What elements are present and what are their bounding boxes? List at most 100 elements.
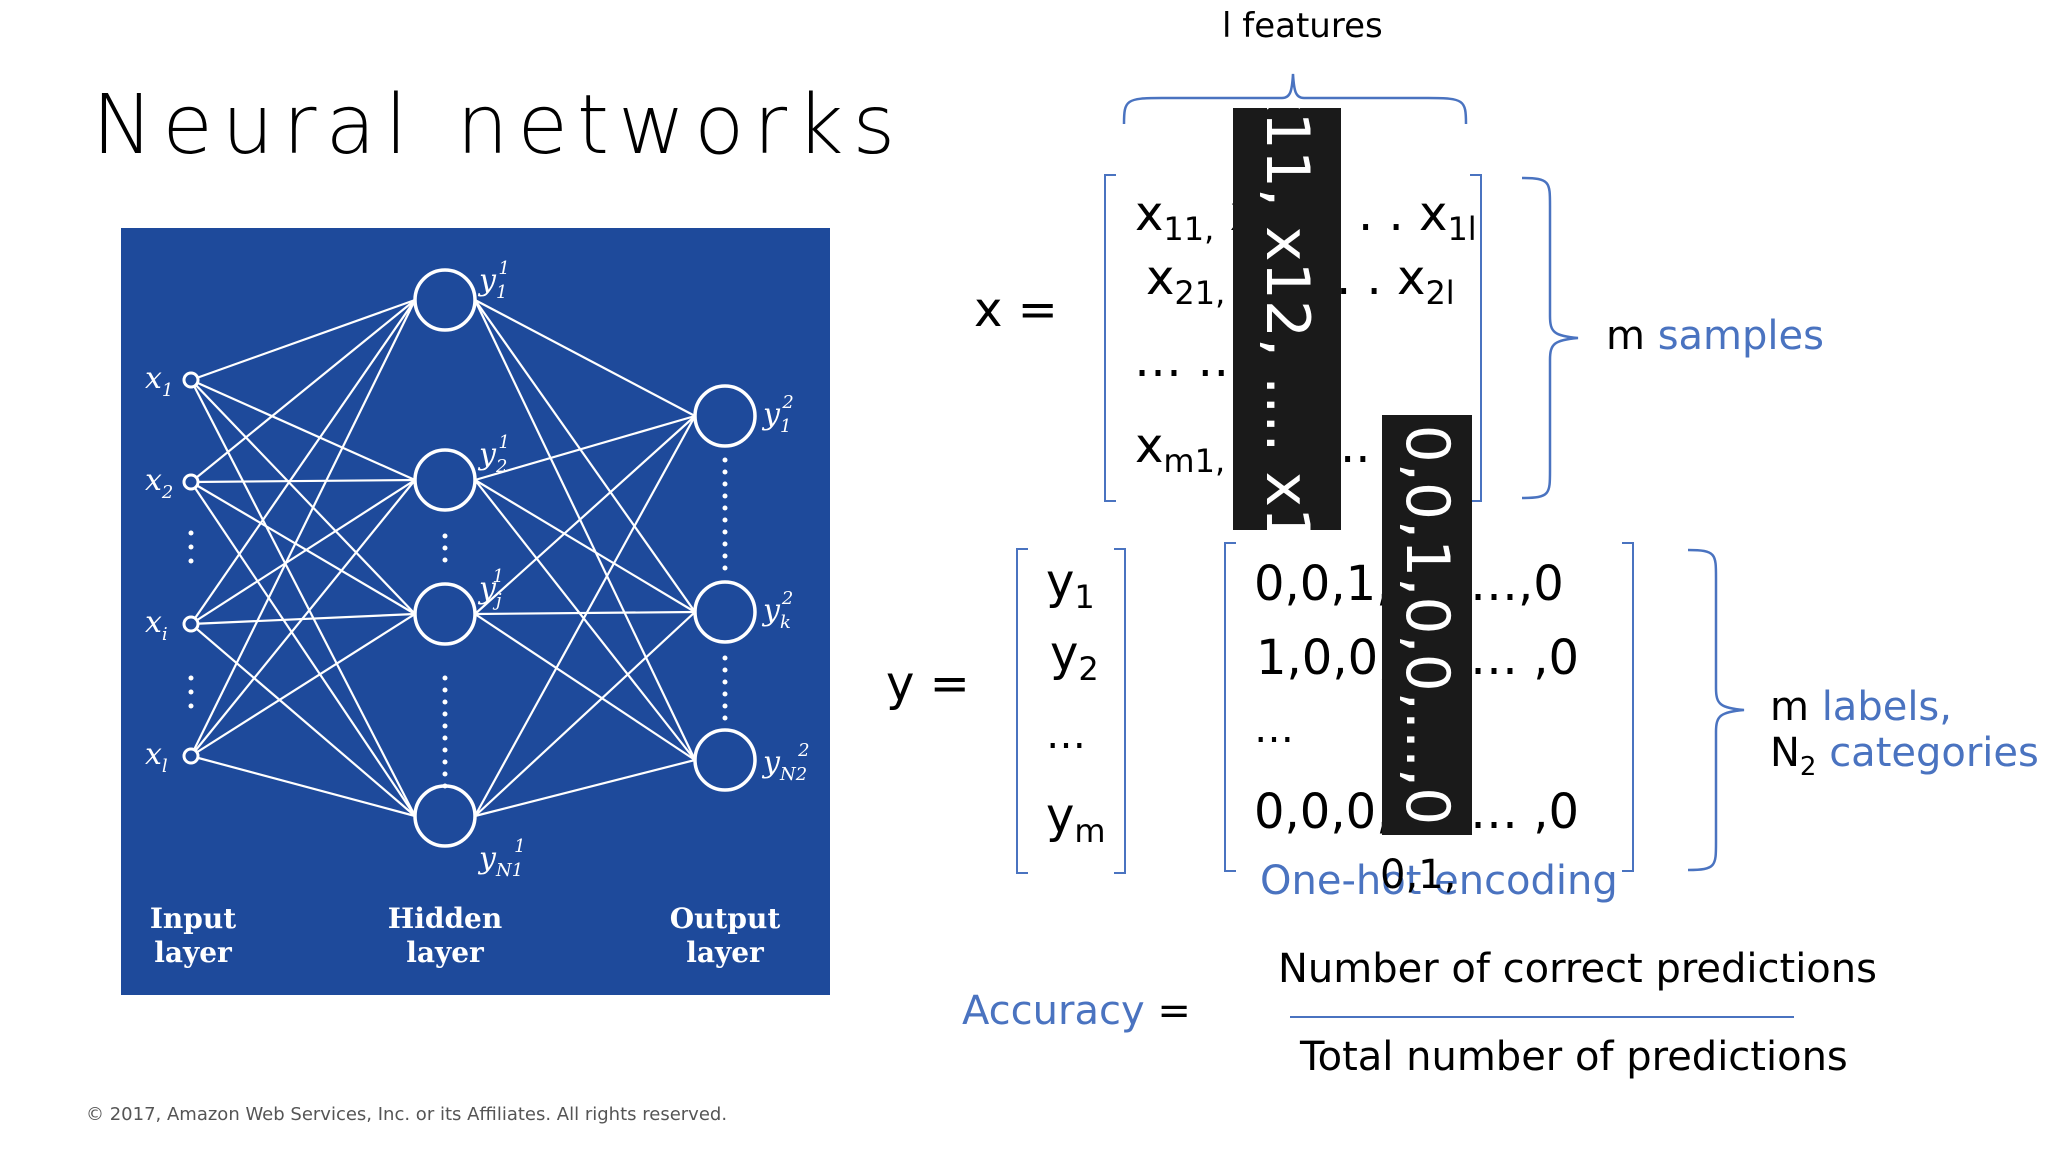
ellipsis-dot (722, 469, 728, 475)
features-label: l features (1222, 6, 1383, 46)
connection-line (474, 610, 696, 616)
connection-line (190, 298, 416, 382)
ellipsis-dot (442, 747, 448, 753)
input-node (182, 371, 200, 389)
input-node (182, 473, 200, 491)
ellipsis-dot (722, 667, 728, 673)
output-node (693, 384, 757, 448)
ellipsis-dot (442, 699, 448, 705)
overlay-box-onehot: 0,0,1,0,0,...,0 (1382, 415, 1472, 835)
connection-line (474, 613, 696, 761)
hidden-node (413, 784, 477, 848)
x-equals: x = (974, 282, 1058, 338)
y-row2: y2 (1050, 626, 1099, 688)
connection-line (190, 478, 416, 484)
samples-label: m samples (1606, 313, 1824, 359)
ellipsis-dot (722, 529, 728, 535)
node-label: yN22 (761, 740, 810, 785)
overlay-box-x: x11, x12, .... x1l (1233, 108, 1341, 530)
node-label: yj1 (477, 566, 504, 611)
ellipsis-dot (722, 481, 728, 487)
onehot-left-bracket (1224, 542, 1236, 872)
layer-label: layer (686, 936, 765, 969)
ellipsis-dot (722, 679, 728, 685)
ellipsis-dot (188, 689, 194, 695)
labels-brace (1687, 548, 1745, 872)
ellipsis-dot (442, 771, 448, 777)
output-node (693, 580, 757, 644)
y-right-bracket (1114, 548, 1126, 874)
connection-line (190, 481, 416, 615)
ellipsis-dot (722, 541, 728, 547)
y-left-bracket (1016, 548, 1028, 874)
ellipsis-dot (722, 493, 728, 499)
connection-line (190, 481, 416, 817)
ellipsis-dot (442, 759, 448, 765)
x-right-bracket (1470, 174, 1482, 502)
ellipsis-dot (442, 723, 448, 729)
connection-line (474, 415, 696, 615)
hidden-node (413, 268, 477, 332)
connection-line (190, 299, 416, 757)
connection-line (474, 479, 696, 613)
x-row2-start: x21, (1146, 250, 1226, 312)
onehot-row2-end: … ,0 (1470, 630, 1580, 686)
node-label: xi (145, 605, 168, 645)
samples-brace (1521, 176, 1579, 500)
ellipsis-dot (188, 544, 194, 550)
x-row4-end: .. (1340, 418, 1371, 474)
connection-line (190, 623, 416, 817)
ellipsis-dot (722, 457, 728, 463)
node-label: yk2 (761, 588, 793, 633)
y-equals: y = (886, 656, 970, 712)
connection-line (190, 479, 416, 757)
fraction-bar (1290, 1016, 1794, 1018)
labels-text: m labels, (1770, 684, 1952, 730)
connection-line (190, 299, 416, 625)
layer-label: layer (154, 936, 233, 969)
ellipsis-dot (188, 675, 194, 681)
connection-line (190, 613, 416, 757)
onehot-row1-end: …,0 (1470, 556, 1564, 612)
ellipsis-dot (188, 703, 194, 709)
layer-label: Hidden (388, 902, 502, 935)
connection-line (474, 479, 696, 761)
ellipsis-dot (722, 703, 728, 709)
hidden-node (413, 448, 477, 512)
accuracy-label: Accuracy = (962, 988, 1191, 1034)
connection-line (190, 378, 416, 482)
connection-line (474, 611, 696, 817)
ellipsis-dot (722, 691, 728, 697)
connection-line (190, 479, 416, 625)
input-node (182, 747, 200, 765)
node-label: xl (145, 737, 168, 777)
node-label: x2 (145, 463, 173, 503)
connection-line (474, 414, 696, 482)
ellipsis-dot (722, 505, 728, 511)
ellipsis-dot (442, 783, 448, 789)
layer-label: Output (670, 902, 781, 935)
connection-line (474, 299, 696, 613)
connection-line (190, 379, 416, 817)
onehot-row1-start: 0,0,1, (1254, 556, 1392, 612)
ellipsis-dot (722, 655, 728, 661)
connection-line (190, 754, 416, 818)
x-row4-start: xm1, (1135, 418, 1226, 480)
x-row1-end: . . x1l (1358, 186, 1477, 248)
ellipsis-dot (188, 530, 194, 536)
x-left-bracket (1104, 174, 1116, 502)
connection-line (474, 415, 696, 817)
ellipsis-dot (442, 545, 448, 551)
onehot-row4-start: 0,0,0, (1254, 784, 1392, 840)
node-label: y11 (477, 258, 510, 303)
ellipsis-dot (442, 687, 448, 693)
onehot-row3: … (1254, 706, 1294, 752)
onehot-right-bracket (1622, 542, 1634, 872)
node-label: y12 (761, 392, 794, 437)
layer-label: Input (150, 902, 236, 935)
accuracy-denominator: Total number of predictions (1300, 1034, 1848, 1080)
node-label: x1 (145, 361, 173, 401)
y-row3: … (1046, 712, 1086, 758)
